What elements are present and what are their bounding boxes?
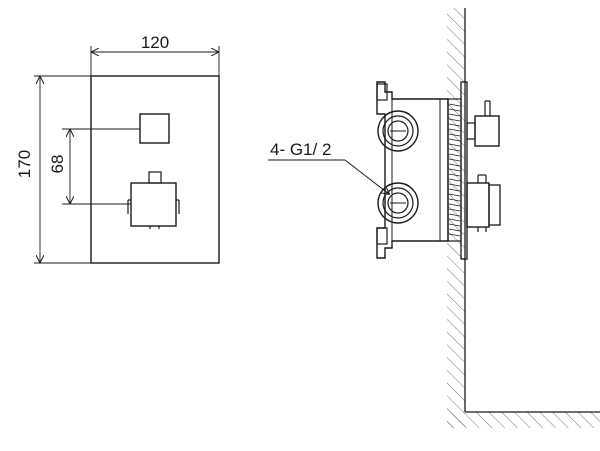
thread-line bbox=[448, 148, 461, 152]
thread-line bbox=[448, 233, 461, 237]
thread-line bbox=[448, 113, 461, 117]
width-label: 120 bbox=[141, 33, 169, 52]
diverter-knob bbox=[139, 113, 170, 144]
front-view: 120 170 68 bbox=[15, 33, 220, 264]
thread-line bbox=[448, 133, 461, 137]
thread-line bbox=[448, 143, 461, 147]
thread-line bbox=[448, 228, 461, 232]
thread-line bbox=[448, 223, 461, 227]
connection-label: 4- G1/ 2 bbox=[270, 140, 331, 159]
wall-section bbox=[447, 8, 600, 428]
side-view: 4- G1/ 2 bbox=[268, 8, 600, 428]
thread-line bbox=[448, 208, 461, 212]
upper-port bbox=[377, 110, 419, 152]
thread-line bbox=[448, 163, 461, 167]
thread-line bbox=[448, 103, 461, 107]
height-label: 170 bbox=[15, 150, 34, 178]
thread-line bbox=[448, 193, 461, 197]
thread-line bbox=[448, 203, 461, 207]
thread-line bbox=[448, 108, 461, 112]
thread-line bbox=[448, 138, 461, 142]
thread-line bbox=[448, 153, 461, 157]
thread-line bbox=[448, 158, 461, 162]
thread-line bbox=[448, 178, 461, 182]
thread-line bbox=[448, 173, 461, 177]
thread-line bbox=[448, 218, 461, 222]
thread-line bbox=[448, 123, 461, 127]
spacing-label: 68 bbox=[48, 155, 67, 174]
diverter-knob-side bbox=[466, 100, 500, 147]
thread-line bbox=[448, 198, 461, 202]
spacing-dimension: 68 bbox=[48, 128, 140, 205]
thread-line bbox=[448, 118, 461, 122]
width-dimension: 120 bbox=[90, 33, 220, 76]
thread-line bbox=[448, 188, 461, 192]
thread-line bbox=[448, 183, 461, 187]
cover-plate bbox=[90, 75, 220, 264]
connection-callout: 4- G1/ 2 bbox=[268, 140, 389, 194]
thread-line bbox=[448, 128, 461, 132]
lower-port bbox=[377, 182, 419, 224]
thermostatic-handle-side bbox=[466, 174, 501, 232]
thread-line bbox=[448, 168, 461, 172]
valve-body bbox=[376, 81, 449, 259]
thread-line bbox=[448, 213, 461, 217]
height-dimension: 170 bbox=[15, 75, 91, 264]
thermostatic-handle bbox=[127, 171, 180, 229]
